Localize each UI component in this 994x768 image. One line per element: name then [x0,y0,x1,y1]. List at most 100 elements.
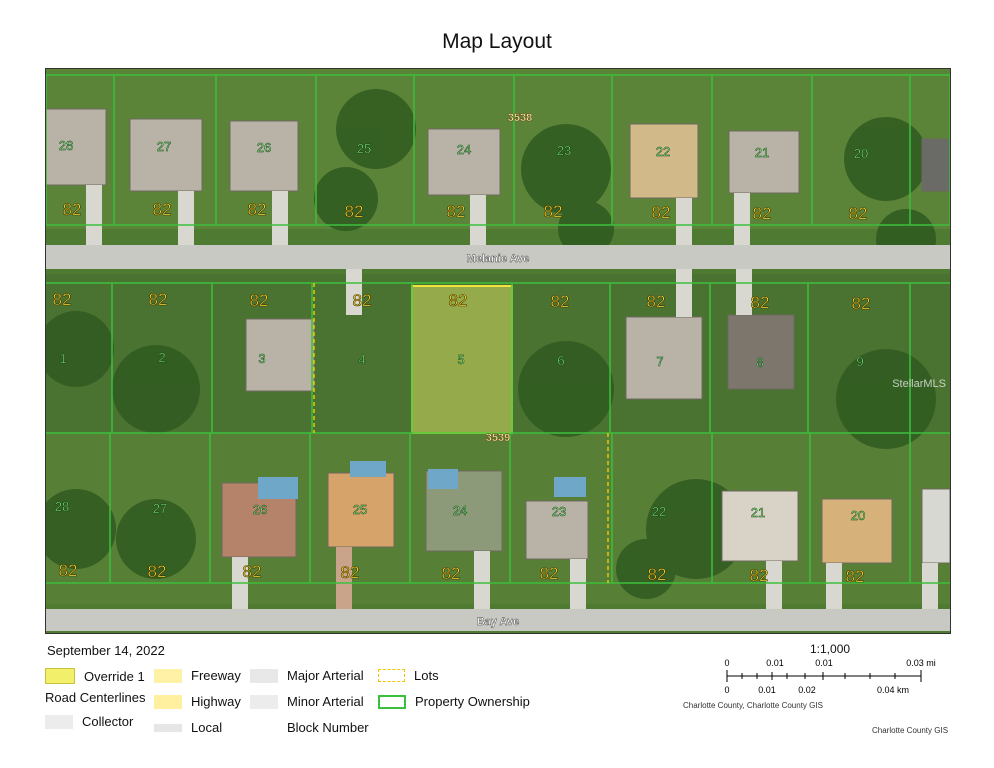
scale-km-tick: 0.02 [798,685,816,695]
parcel-number: 21 [751,505,765,520]
houses [46,108,950,564]
legend-road-centerlines: Road Centerlines [45,690,145,705]
block-number: 82 [353,291,372,310]
collector-swatch [45,714,73,729]
parcel-number: 6 [557,353,564,368]
legend-label: Lots [414,668,439,683]
block-number: 82 [148,562,167,581]
block-number: 82 [551,292,570,311]
legend-label: Freeway [191,668,241,683]
block-number: 82 [647,292,666,311]
scale-mi-tick: 0.03 mi [906,658,936,668]
override-swatch [45,668,75,684]
legend-label: Override 1 [84,668,145,684]
parcel-number: 1 [59,351,66,366]
parcel-number: 25 [353,502,367,517]
block-number: 82 [53,290,72,309]
block-number: 82 [852,294,871,313]
legend-label: Highway [191,694,241,709]
tree-cover [46,89,936,599]
block-number: 82 [345,202,364,221]
legend-label: Collector [82,714,134,729]
credit-source: Charlotte County, Charlotte County GIS [683,701,823,710]
parcel-number: 23 [552,504,566,519]
minor-arterial-swatch [250,694,278,709]
block-number: 82 [849,204,868,223]
map-title: Map Layout [442,30,552,53]
parcel-number: 28 [55,499,69,514]
scale-km-tick: 0.04 km [877,685,909,695]
credit-gis: Charlotte County GIS [872,726,949,735]
parcel-number: 22 [656,144,670,159]
legend-property-ownership: Property Ownership [378,694,530,709]
address-label-3538: 3538 [508,112,532,124]
block-number: 82 [751,293,770,312]
parcel-number: 27 [157,139,171,154]
legend-label: Minor Arterial [287,694,364,709]
parcel-number: 21 [755,145,769,160]
parcel-number: 8 [756,355,763,370]
block-number: 82 [544,202,563,221]
block-number: 82 [750,566,769,585]
middle-block-ground [46,274,950,434]
watermark: StellarMLS [892,378,946,390]
block-number: 82 [63,200,82,219]
scale-mi-tick: 0.01 [766,658,784,668]
scale-km-tick: 0 [724,685,729,695]
parcel-number: 25 [357,141,371,156]
parcel-number: 20 [851,508,865,523]
parcel-labels: 28 27 26 25 24 23 22 21 20 1 2 3 4 5 6 7… [55,138,869,524]
property-ownership-swatch [378,694,406,709]
parcel-number: 20 [854,146,868,161]
block-number: 82 [250,291,269,310]
parcel-number: 24 [453,503,467,518]
lots-swatch [378,669,405,682]
parcel-number: 7 [656,354,663,369]
legend-label: Local [191,720,223,735]
parcel-number: 26 [253,502,267,517]
parcel-number: 3 [258,351,265,366]
legend-label: Property Ownership [415,694,530,709]
block-number: 82 [447,202,466,221]
property-ownership-lines [46,74,950,584]
scale-ratio: 1:1,000 [810,642,851,656]
scale-km-tick: 0.01 [758,685,776,695]
block-number: 82 [149,290,168,309]
scale-bar: 0 0.01 0.01 0.03 mi 0 0.01 0.02 0.04 km [724,658,936,695]
scale-mi-tick: 0 [724,658,729,668]
parcel-number: 4 [358,352,365,367]
map-view[interactable]: Melanie Ave Bay Ave 3538 3539 StellarMLS… [45,68,951,634]
scale-mi-tick: 0.01 [815,658,833,668]
parcel-number: 26 [257,140,271,155]
local-swatch [154,723,182,732]
parcel-number: 27 [153,501,167,516]
bay-ave-road [46,609,950,631]
block-number: 82 [442,564,461,583]
legend-minor-arterial: Minor Arterial [250,694,364,709]
parcel-number: 9 [856,354,863,369]
parcel-number: 24 [457,142,471,157]
legend-label: Road Centerlines [45,690,146,705]
pools [258,461,586,499]
freeway-swatch [154,668,182,683]
block-number: 82 [59,561,78,580]
legend-block-number: Block Number [287,720,369,735]
parcel-number: 23 [557,143,571,158]
parcel-number: 22 [652,504,666,519]
street-label-bay: Bay Ave [477,616,520,628]
map-date: September 14, 2022 [47,643,165,658]
legend-major-arterial: Major Arterial [250,668,364,683]
driveways [86,185,938,609]
block-number: 82 [540,564,559,583]
parcel-number: 5 [457,352,464,367]
block-number: 82 [341,563,360,582]
highway-swatch [154,694,182,709]
block-number: 82 [648,565,667,584]
block-number: 82 [153,200,172,219]
legend-override: Override 1 [45,668,145,684]
block-number: 82 [846,567,865,586]
legend-label: Block Number [287,720,369,735]
legend-label: Major Arterial [287,668,364,683]
aerial-map: Melanie Ave Bay Ave 3538 3539 StellarMLS… [46,69,950,633]
street-label-melanie: Melanie Ave [467,253,530,265]
